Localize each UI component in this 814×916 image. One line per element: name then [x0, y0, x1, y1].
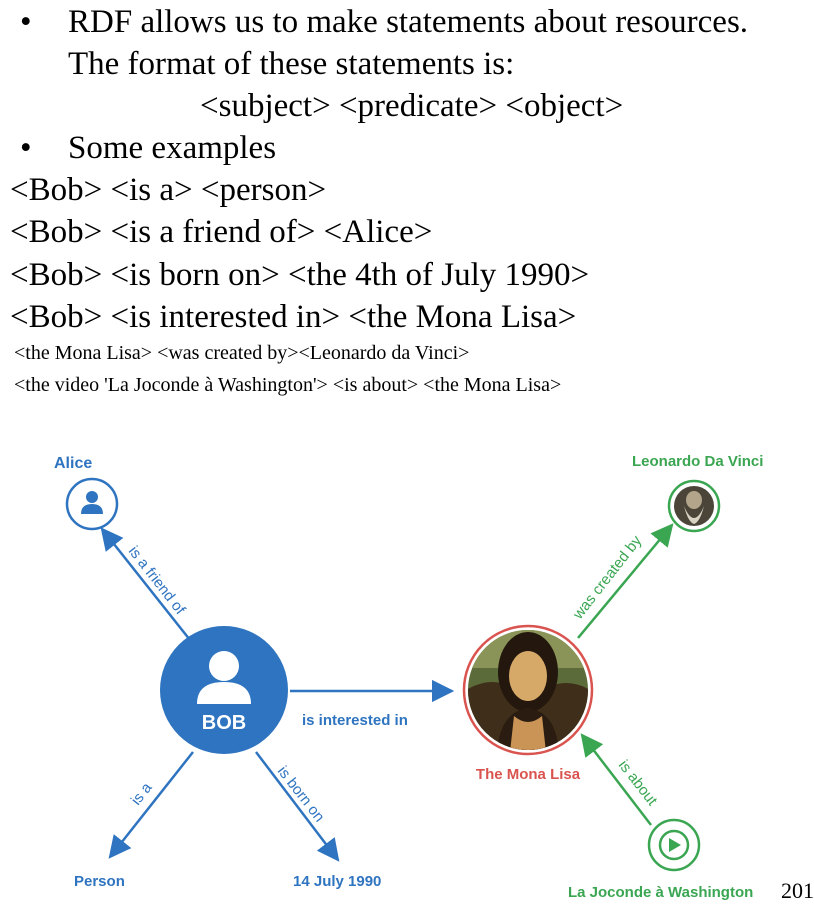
edge-isa-arrow [108, 751, 194, 859]
edge-created-arrow [577, 523, 674, 639]
node-video: La Joconde à Washington [568, 818, 753, 901]
node-leonardo: Leonardo Da Vinci [632, 453, 763, 533]
edge-friend-arrow [100, 527, 191, 641]
small-example-line: <the Mona Lisa> <was created by><Leonard… [14, 342, 470, 364]
node-mona-lisa-label: The Mona Lisa [476, 766, 581, 783]
node-video-label: La Joconde à Washington [568, 884, 753, 901]
person-icon [81, 491, 103, 514]
play-icon [669, 838, 681, 852]
edge-born-arrow [255, 751, 340, 862]
edge-friend-label: is a friend of [125, 543, 189, 619]
node-person-label: Person [74, 873, 125, 890]
bullet-rdf-line1: RDF allows us to make statements about r… [68, 4, 749, 40]
node-bob: BOB [160, 626, 288, 754]
node-mona-lisa: The Mona Lisa [462, 624, 594, 783]
node-leonardo-label: Leonardo Da Vinci [632, 453, 763, 470]
bullet-dot: • [20, 130, 32, 166]
edge-born-label: is born on [274, 763, 328, 825]
example-line: <Bob> <is born on> <the 4th of July 1990… [10, 257, 590, 293]
bullet-dot: • [20, 4, 32, 40]
mona-lisa-portrait [468, 630, 588, 750]
page-number: 201 [781, 878, 814, 903]
node-date-label: 14 July 1990 [293, 873, 381, 890]
example-line: <Bob> <is a> <person> [10, 172, 327, 208]
bullet-examples: • Some examples [20, 128, 276, 168]
bullet-rdf-statements: • RDF allows us to make statements about … [20, 2, 748, 42]
leonardo-portrait [674, 486, 714, 526]
node-alice: Alice [54, 455, 119, 531]
example-line: <Bob> <is a friend of> <Alice> [10, 214, 433, 250]
small-example-line: <the video 'La Joconde à Washington'> <i… [14, 374, 562, 396]
edge-about-arrow [580, 733, 652, 826]
bullet-rdf-line2: The format of these statements is: [68, 46, 515, 82]
person-icon [197, 651, 251, 704]
edge-interested-label: is interested in [302, 712, 408, 729]
example-line: <Bob> <is interested in> <the Mona Lisa> [10, 299, 577, 335]
edge-about-label: is about [615, 757, 661, 810]
node-bob-label: BOB [202, 712, 246, 734]
triple-format: <subject> <predicate> <object> [200, 88, 624, 124]
edge-created-label: was created by [569, 532, 645, 623]
node-alice-label: Alice [54, 455, 92, 472]
bullet-examples-label: Some examples [68, 130, 277, 166]
